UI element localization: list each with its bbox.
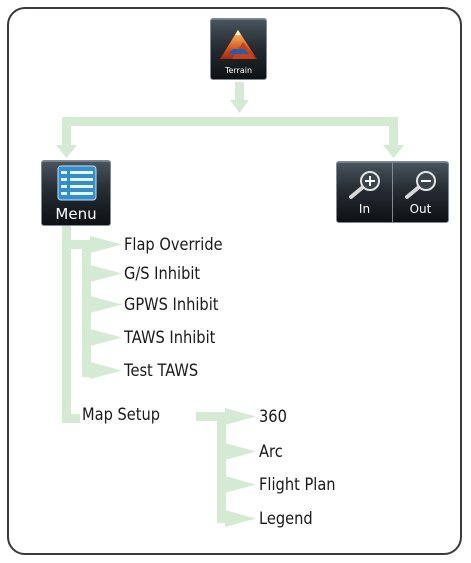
label-map-legend: Legend (259, 509, 313, 529)
connector-map-setup-branch (62, 414, 80, 423)
label-map-flight-plan: Flight Plan (259, 475, 336, 495)
zoom-in-label: In (358, 202, 371, 216)
label-map-360: 360 (259, 407, 287, 427)
arrow-arc (225, 443, 256, 460)
arrow-gpws-inhibit (90, 296, 122, 313)
connector-sub-trunk (82, 249, 91, 377)
connector-split-bar (62, 117, 398, 126)
arrow-to-menu (56, 145, 77, 158)
label-map-arc: Arc (259, 442, 283, 462)
arrow-to-zoom (383, 145, 404, 158)
connector-terrain-down (235, 82, 244, 104)
label-gpws-inhibit: GPWS Inhibit (124, 295, 219, 315)
arrow-360 (225, 408, 256, 425)
terrain-button[interactable]: Terrain (210, 18, 267, 80)
arrow-gs-inhibit (90, 265, 122, 282)
connector-map-setup-out (196, 412, 226, 421)
connector-flap-branch (62, 240, 92, 249)
terrain-icon (220, 30, 257, 59)
connector-left-down (62, 117, 71, 149)
label-taws-inhibit: TAWS Inhibit (124, 328, 216, 348)
menu-list-icon (57, 165, 97, 201)
menu-button-label: Menu (55, 205, 97, 223)
arrow-flap-override (90, 236, 122, 253)
zoom-out-icon (405, 171, 436, 199)
zoom-in-button[interactable]: In (336, 161, 393, 223)
zoom-out-button[interactable]: Out (392, 161, 449, 223)
arrow-taws-inhibit (90, 329, 122, 346)
arrow-test-taws (90, 362, 122, 379)
connector-map-trunk (217, 412, 226, 523)
label-flap-override: Flap Override (124, 235, 223, 255)
connector-right-down (389, 117, 398, 149)
arrow-flight-plan (225, 476, 256, 493)
label-test-taws: Test TAWS (124, 361, 199, 381)
menu-button[interactable]: Menu (41, 160, 111, 226)
label-gs-inhibit: G/S Inhibit (124, 264, 201, 284)
zoom-out-label: Out (409, 202, 432, 216)
label-map-setup: Map Setup (82, 405, 161, 425)
arrow-to-split (230, 100, 249, 113)
arrow-legend (225, 510, 256, 527)
zoom-in-icon (349, 171, 380, 199)
connector-menu-trunk (62, 226, 71, 423)
terrain-button-label: Terrain (224, 66, 253, 75)
